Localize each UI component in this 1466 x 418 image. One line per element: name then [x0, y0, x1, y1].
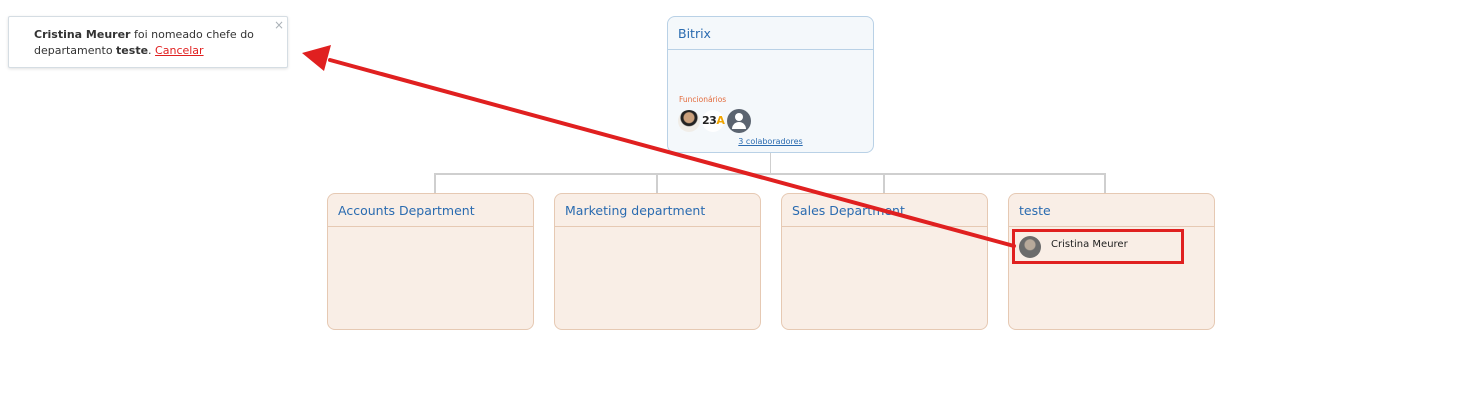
notification-dept-name: teste [116, 44, 149, 57]
department-card-accounts[interactable]: Accounts Department [327, 193, 534, 330]
department-card-marketing[interactable]: Marketing department [554, 193, 761, 330]
user-placeholder-icon[interactable] [727, 109, 751, 133]
connector-drop-3 [883, 173, 885, 193]
connector-drop-1 [434, 173, 436, 193]
notification-text-end: . [148, 44, 156, 57]
cancel-link[interactable]: Cancelar [155, 44, 204, 57]
collaborators-link[interactable]: 3 colaboradores [738, 137, 803, 146]
root-department-title[interactable]: Bitrix [668, 17, 873, 50]
employees-label: Funcionários [679, 95, 727, 104]
root-department-card[interactable]: Bitrix Funcionários 23A 3 colaboradores [667, 16, 874, 153]
notification-toast: × Cristina Meurer foi nomeado chefe do d… [8, 16, 288, 68]
connector-drop-4 [1104, 173, 1106, 193]
connector-vertical-root [770, 153, 771, 174]
notification-employee-name: Cristina Meurer [34, 28, 131, 41]
department-title[interactable]: teste [1009, 194, 1214, 227]
connector-horizontal [434, 173, 1106, 175]
notification-text: foi nomeado chefe do departamento [34, 28, 254, 57]
department-title[interactable]: Accounts Department [328, 194, 533, 227]
close-icon[interactable]: × [273, 18, 284, 32]
connector-drop-2 [656, 173, 658, 193]
department-head-name[interactable]: Cristina Meurer [1051, 239, 1128, 250]
avatar[interactable]: 23A [702, 110, 725, 132]
avatar[interactable] [678, 110, 700, 132]
avatar[interactable] [1019, 236, 1041, 258]
department-title[interactable]: Marketing department [555, 194, 760, 227]
